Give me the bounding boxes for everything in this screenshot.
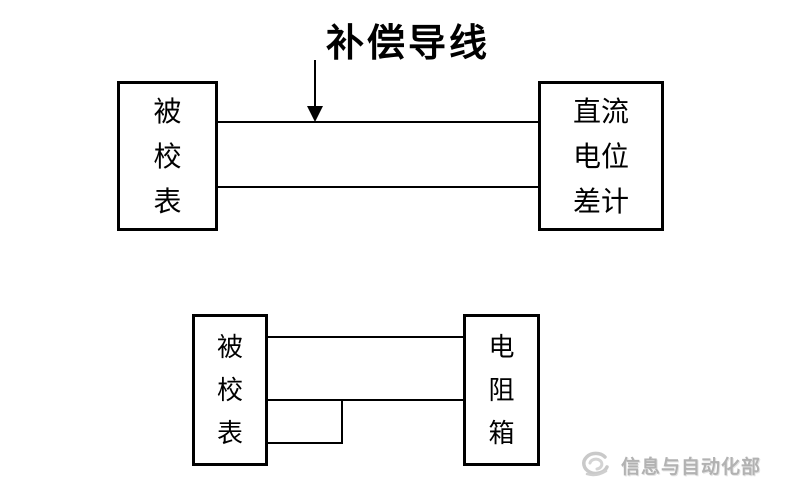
box-label-char: 表 xyxy=(153,185,182,217)
box-label-char: 校 xyxy=(153,140,182,172)
box-label-char: 表 xyxy=(216,417,243,448)
box-label-char: 校 xyxy=(216,374,243,405)
box-dc-potentiometer: 直流 电位 差计 xyxy=(538,81,664,231)
bottom-diagram-wire-middle xyxy=(268,399,463,401)
box-label-char: 阻 xyxy=(488,374,515,405)
box-label-row: 差计 xyxy=(572,185,629,217)
box-meter-under-test-top: 被 校 表 xyxy=(117,81,218,231)
compensation-wire-label: 补偿导线 xyxy=(326,23,491,65)
box-label-char: 电 xyxy=(488,331,515,362)
arrow-stem xyxy=(314,60,316,108)
arrow-head xyxy=(307,106,323,122)
bottom-diagram-wire-stub-riser xyxy=(341,399,343,444)
top-diagram-wire-upper xyxy=(218,121,538,123)
box-label-char: 被 xyxy=(216,331,243,362)
swirl-logo-icon xyxy=(578,450,612,480)
box-label-char: 被 xyxy=(153,95,182,127)
watermark: 信息与自动化部 xyxy=(578,450,761,480)
box-label-row: 电位 xyxy=(572,140,629,172)
watermark-text: 信息与自动化部 xyxy=(621,456,762,478)
box-meter-under-test-bottom: 被 校 表 xyxy=(192,314,268,466)
bottom-diagram-wire-stub xyxy=(268,442,343,444)
box-label-char: 箱 xyxy=(488,417,515,448)
box-label-row: 直流 xyxy=(572,95,629,127)
top-diagram-wire-lower xyxy=(218,186,538,188)
bottom-diagram-wire-upper xyxy=(268,336,463,338)
box-resistance-box: 电 阻 箱 xyxy=(463,314,540,466)
